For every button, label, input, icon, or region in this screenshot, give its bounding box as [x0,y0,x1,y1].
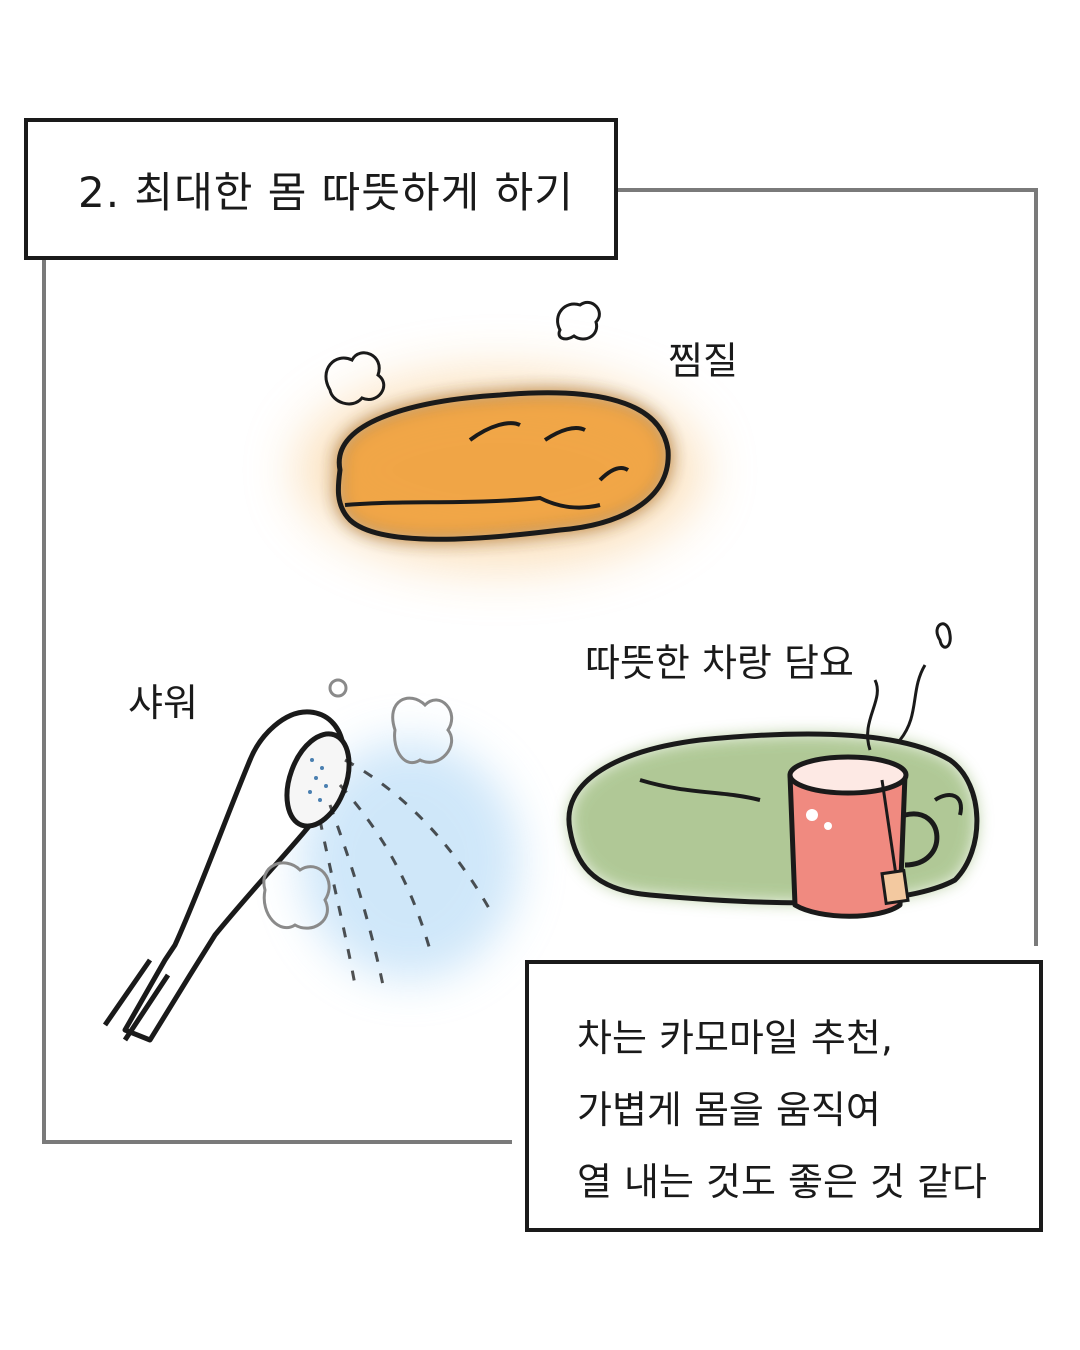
caption-line-3: 열 내는 것도 좋은 것 같다 [577,1160,987,1204]
frame-top-line [618,188,1038,192]
label-jjimjil: 찜질 [668,339,738,383]
caption-line-1: 차는 카모마일 추천, [577,1016,893,1060]
title-box: 2. 최대한 몸 따뜻하게 하기 [24,118,618,260]
frame-bottom-line [42,1140,512,1144]
label-shower: 샤워 [128,681,198,725]
page-title: 2. 최대한 몸 따뜻하게 하기 [78,167,574,217]
frame-left-line [42,260,46,1144]
heat-pack-illustration [300,300,700,565]
label-tea-blanket: 따뜻한 차랑 담요 [585,641,854,685]
frame-right-line [1034,188,1038,946]
caption-box: 차는 카모마일 추천, 가볍게 몸을 움직여 열 내는 것도 좋은 것 같다 [525,960,1043,1232]
caption-line-2: 가볍게 몸을 움직여 [577,1088,881,1132]
shower-illustration [102,678,520,1043]
blanket-tea-illustration [566,622,980,919]
